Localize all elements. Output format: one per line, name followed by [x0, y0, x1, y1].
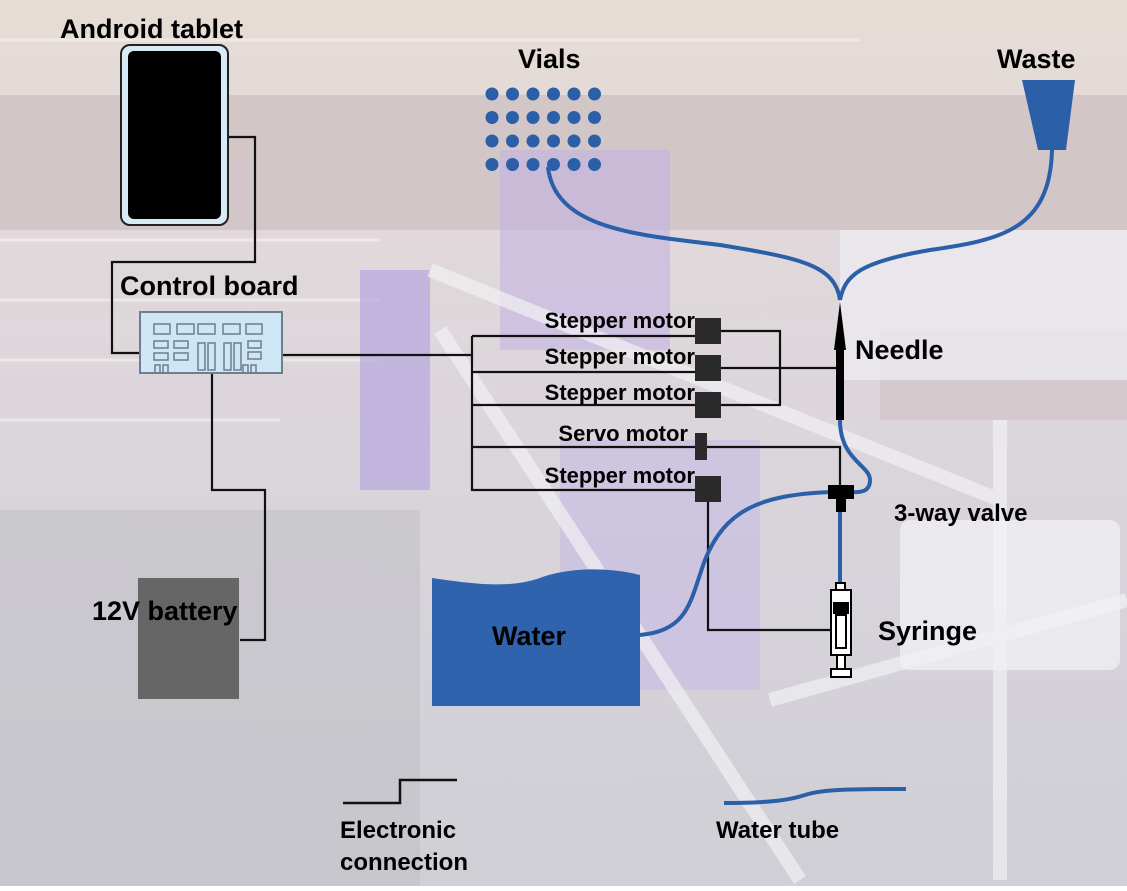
- label-control-board: Control board: [120, 271, 298, 301]
- stepper-motor-icon: [695, 476, 721, 502]
- vial-dot: [547, 158, 560, 171]
- vial-dot: [588, 87, 601, 101]
- wire-board-battery: [210, 373, 267, 642]
- vial-dot: [485, 134, 499, 148]
- motor-icons: [695, 318, 721, 502]
- motor-label: Stepper motor: [545, 344, 696, 369]
- three-way-valve-icon: [828, 485, 854, 512]
- tube-water-valve: [639, 490, 831, 637]
- tube-vials: [546, 166, 842, 301]
- needle-icon: [834, 302, 846, 420]
- vial-dot: [547, 111, 560, 124]
- label-syringe: Syringe: [878, 616, 977, 646]
- tube-waste: [838, 149, 1054, 301]
- vial-dot: [547, 134, 560, 148]
- vial-dot: [506, 87, 519, 101]
- vials-grid: [485, 87, 601, 171]
- label-needle: Needle: [855, 335, 944, 365]
- label-vials: Vials: [518, 44, 581, 74]
- vial-dot: [526, 158, 540, 171]
- vial-dot: [588, 134, 601, 148]
- vial-dot: [526, 87, 540, 101]
- vial-dot: [588, 111, 601, 124]
- vial-dot: [567, 87, 581, 101]
- legend-water-tube-icon: [723, 787, 907, 805]
- vial-dot: [567, 134, 581, 148]
- vial-dot: [506, 111, 519, 124]
- waste-container-icon: [1022, 80, 1075, 150]
- label-android-tablet: Android tablet: [60, 14, 243, 44]
- stepper-motor-icon: [695, 392, 721, 418]
- water-reservoir-icon: [432, 569, 640, 706]
- vial-dot: [485, 111, 499, 124]
- servo-motor-icon: [695, 433, 707, 460]
- motor-label: Stepper motor: [545, 380, 696, 405]
- vial-dot: [506, 158, 519, 171]
- label-three-way-valve: 3-way valve: [894, 500, 1027, 527]
- stepper-motor-icon: [695, 355, 721, 381]
- android-tablet: [120, 44, 229, 226]
- vial-dot: [526, 134, 540, 148]
- vial-dot: [588, 158, 601, 171]
- stepper-motor-icon: [695, 318, 721, 344]
- motor-label: Servo motor: [558, 421, 688, 446]
- legend-electronic-label-1: Electronic: [340, 817, 456, 844]
- label-battery: 12V battery: [92, 596, 238, 626]
- wire-board-bus: [282, 353, 700, 492]
- vial-dot: [485, 87, 499, 101]
- label-waste: Waste: [997, 44, 1076, 74]
- vial-dot: [526, 111, 540, 124]
- battery-icon: [138, 578, 239, 699]
- motor-label: Stepper motor: [545, 308, 696, 333]
- legend: Electronic connection Water tube: [340, 778, 907, 876]
- motor-label: Stepper motor: [545, 463, 696, 488]
- tube-needle-valve: [838, 419, 873, 495]
- syringe-icon: [830, 582, 852, 678]
- label-water: Water: [492, 621, 567, 651]
- legend-electronic-label-2: connection: [340, 849, 468, 876]
- electronic-wires: [110, 135, 842, 642]
- vial-dot: [485, 158, 499, 171]
- vial-dot: [547, 87, 560, 101]
- legend-water-tube-label: Water tube: [716, 817, 839, 844]
- vial-dot: [567, 158, 581, 171]
- control-board-icon: [139, 311, 283, 374]
- water-tubes: [546, 149, 1054, 637]
- motor-list: Stepper motor Stepper motor Stepper moto…: [545, 308, 696, 488]
- vial-dot: [567, 111, 581, 124]
- wire-tablet-board: [110, 135, 257, 355]
- vial-dot: [506, 134, 519, 148]
- legend-electronic-line-icon: [343, 778, 457, 805]
